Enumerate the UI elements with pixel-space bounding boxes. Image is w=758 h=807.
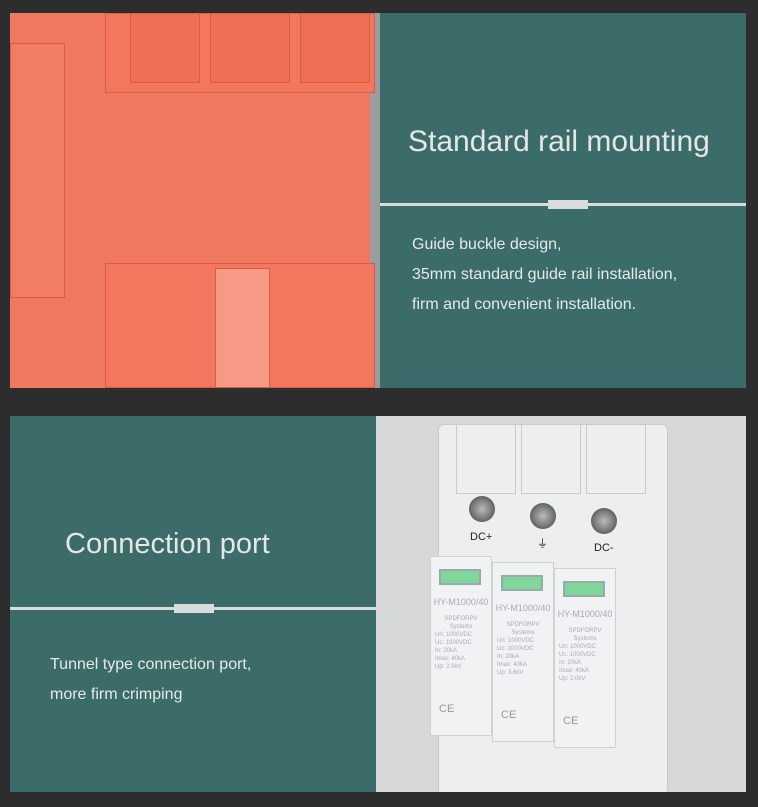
screw-icon bbox=[591, 508, 617, 534]
description-line: Tunnel type connection port, bbox=[50, 656, 252, 673]
status-window bbox=[563, 581, 605, 597]
protection-module: HY-M1000/40 SPDFORPV Systems Un: 1000VDC… bbox=[430, 556, 492, 736]
connection-port-section: Connection port Tunnel type connection p… bbox=[10, 416, 746, 792]
description-line: 35mm standard guide rail installation, bbox=[412, 266, 678, 283]
status-window bbox=[501, 575, 543, 591]
module-model: HY-M1000/40 bbox=[495, 603, 551, 613]
section-title: Standard rail mounting bbox=[408, 125, 710, 158]
module-model: HY-M1000/40 bbox=[557, 609, 613, 619]
orange-base-photo bbox=[10, 13, 380, 388]
terminal-label: DC- bbox=[594, 542, 614, 554]
divider bbox=[380, 200, 746, 209]
terminal-label: DC+ bbox=[470, 531, 493, 543]
module-model: HY-M1000/40 bbox=[433, 597, 489, 607]
section-description: Guide buckle design, 35mm standard guide… bbox=[412, 230, 677, 320]
connection-port-info: Connection port Tunnel type connection p… bbox=[10, 416, 376, 792]
rail-mounting-section: Standard rail mounting Guide buckle desi… bbox=[10, 13, 746, 388]
description-line: firm and convenient installation. bbox=[412, 296, 637, 313]
description-line: more firm crimping bbox=[50, 686, 183, 703]
status-window bbox=[439, 569, 481, 585]
description-line: Guide buckle design, bbox=[412, 236, 562, 253]
section-title: Connection port bbox=[65, 528, 270, 560]
section-description: Tunnel type connection port, more firm c… bbox=[50, 650, 251, 710]
protection-module: HY-M1000/40 SPDFORPV Systems Un: 1000VDC… bbox=[554, 568, 616, 748]
protection-module: HY-M1000/40 SPDFORPV Systems Un: 1000VDC… bbox=[492, 562, 554, 742]
ce-mark: CE bbox=[563, 715, 579, 727]
divider bbox=[10, 604, 376, 613]
ce-mark: CE bbox=[501, 709, 517, 721]
ce-mark: CE bbox=[439, 703, 455, 715]
screw-icon bbox=[530, 503, 556, 529]
screw-icon bbox=[469, 496, 495, 522]
rail-mounting-info: Standard rail mounting Guide buckle desi… bbox=[380, 13, 746, 388]
surge-protector-photo: DC+ ⏚ DC- HY-M1000/40 SPDFORPV Systems U… bbox=[376, 416, 746, 792]
ground-icon: ⏚ bbox=[537, 538, 548, 550]
